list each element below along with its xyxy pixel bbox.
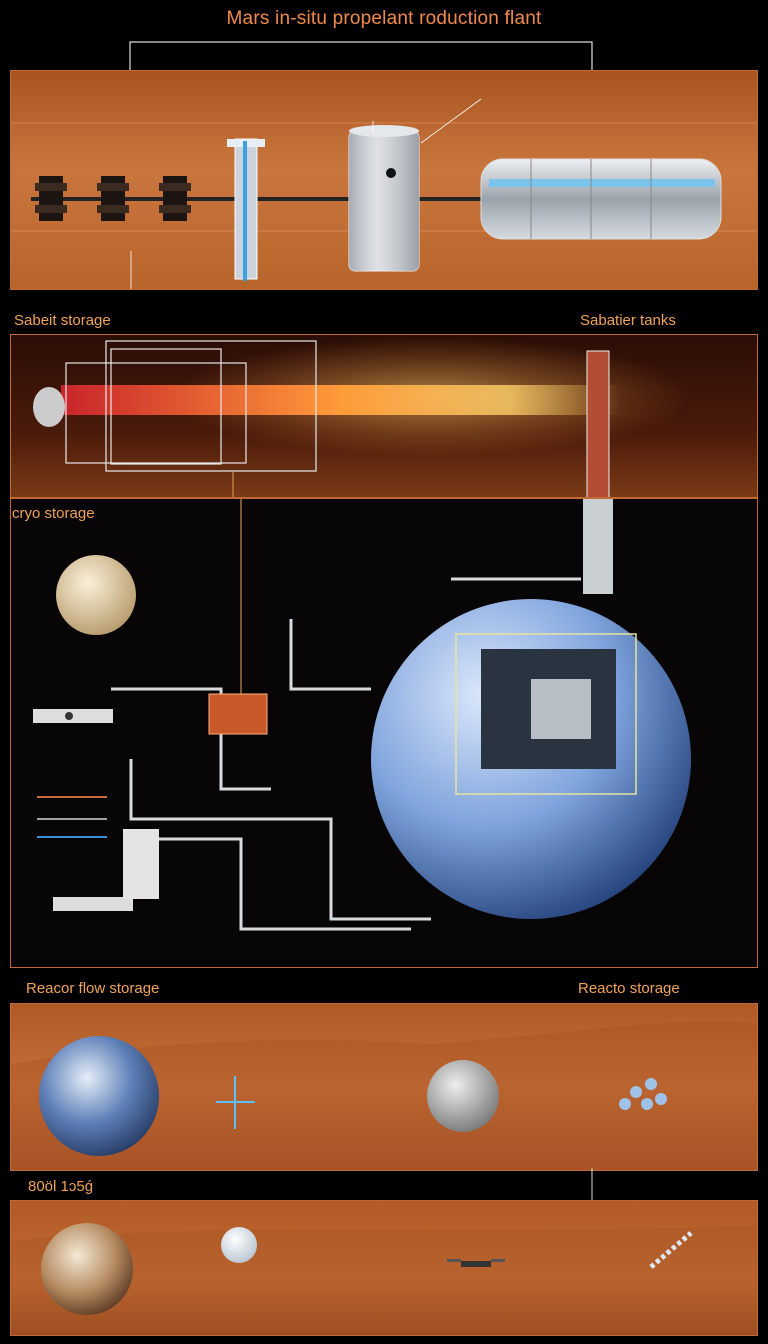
- pipe-network: [111, 577, 581, 931]
- sabatier-reactor-diagram: [33, 337, 691, 497]
- vertical-column: [583, 499, 613, 594]
- filter-column: [227, 138, 265, 281]
- reactor-frame: [65, 340, 317, 472]
- section-label-reactor-flow-storage: Reacor flow storage: [26, 980, 160, 997]
- left-inlet-pipe: [33, 709, 113, 723]
- section-label-sabeit-storage: Sabeit storage: [14, 312, 111, 329]
- compressor-unit-1: [35, 176, 67, 221]
- panel-surface: [10, 1200, 758, 1336]
- section-label-cryo-storage: cryo storage: [12, 505, 95, 522]
- horizontal-storage-tank: [480, 158, 722, 240]
- year-label: 80öl 1ɔ5ǵ: [28, 1178, 94, 1195]
- panel-reactor-flow: [10, 1003, 758, 1171]
- section-label-reacto-storage: Reacto storage: [578, 980, 680, 997]
- drone-icon: [447, 1259, 505, 1267]
- reactor-flow-diagram: [11, 1021, 757, 1170]
- antenna-icon: [216, 1076, 255, 1129]
- reactor-icon: [208, 693, 268, 735]
- panel-cryo-storage: [10, 498, 758, 968]
- panel-sabatier-reactor: [10, 334, 758, 498]
- compressor-unit-2: [97, 176, 129, 221]
- section-label-sabatier-tanks: Sabatier tanks: [580, 312, 676, 329]
- page-title: Mars in-situ propelant roduction flant: [226, 8, 542, 29]
- surface-diagram: [11, 1223, 757, 1335]
- bottom-inlet-pipe: [53, 897, 133, 911]
- compressor-unit-3: [159, 176, 191, 221]
- molecule-icon: [619, 1078, 667, 1110]
- moon-icon: [56, 555, 136, 635]
- process-line-diagram: [11, 98, 757, 289]
- orb-icon: [221, 1227, 257, 1263]
- sabatier-tank-column: [586, 350, 610, 497]
- reactor-nose: [33, 387, 65, 427]
- cryo-storage-diagram: [33, 499, 691, 931]
- probe-sphere-icon: [427, 1060, 499, 1132]
- panel-process-line: [10, 70, 758, 290]
- separator-vessel: [348, 125, 420, 272]
- title-bracket: [129, 41, 593, 70]
- earth-icon: [39, 1036, 159, 1156]
- probe-trail: [649, 1231, 693, 1269]
- heat-beam: [61, 385, 621, 415]
- cryo-pump: [123, 829, 159, 899]
- mars-icon: [41, 1223, 133, 1315]
